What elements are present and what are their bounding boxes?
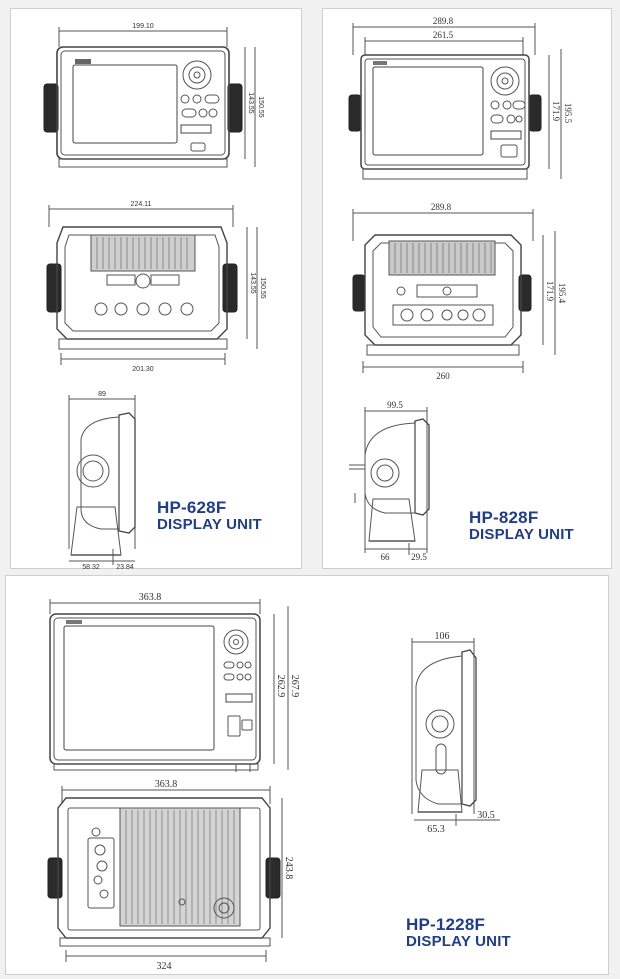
hp628-dim-rear-height-outer: 150.55 bbox=[259, 277, 266, 299]
hp628-front-view bbox=[43, 27, 256, 168]
hp1228-drawings: 363.8 262.9 267.9 363.8 243.8 324 106 65… bbox=[47, 592, 500, 972]
hp828-dim-rear-height-outer: 195.4 bbox=[557, 283, 567, 304]
hp628-label: HP-628F DISPLAY UNIT bbox=[157, 499, 262, 533]
hp828-dim-side-base-a: 66 bbox=[381, 552, 391, 562]
hp1228-dim-rear-height: 243.8 bbox=[283, 857, 294, 880]
hp628-dim-side-base-a: 58.32 bbox=[82, 564, 100, 571]
hp1228-dim-rear-width: 363.8 bbox=[155, 779, 178, 790]
hp828-dim-side-depth: 99.5 bbox=[387, 400, 403, 410]
hp828-label: HP-828F DISPLAY UNIT bbox=[469, 509, 574, 543]
hp828-dim-front-inner: 261.5 bbox=[433, 30, 454, 40]
hp828-panel: 289.8 261.5 171.9 195.5 289.8 171.9 195.… bbox=[322, 8, 612, 569]
hp828-drawings: 289.8 261.5 171.9 195.5 289.8 171.9 195.… bbox=[348, 16, 573, 562]
hp628-dim-front-height-inner: 143.55 bbox=[247, 92, 254, 114]
hp828-side-view bbox=[349, 407, 430, 555]
hp628-dim-rear-width: 224.11 bbox=[131, 201, 152, 208]
hp628-rear-view bbox=[46, 205, 258, 365]
hp1228-logo-icon bbox=[66, 620, 82, 624]
hp1228-label: HP-1228F DISPLAY UNIT bbox=[406, 916, 511, 950]
hp628-dim-bottom-width: 201.30 bbox=[132, 366, 154, 373]
hp1228-dim-front-width: 363.8 bbox=[139, 592, 162, 603]
hp628-unit-label: DISPLAY UNIT bbox=[157, 515, 262, 533]
hp1228-side-view bbox=[411, 638, 500, 826]
hp828-rear-view bbox=[352, 209, 556, 373]
hp828-dim-side-base-b: 29.5 bbox=[411, 552, 427, 562]
hp1228-dim-side-base-b: 30.5 bbox=[477, 810, 495, 821]
hp828-dim-rear-width: 289.8 bbox=[431, 202, 452, 212]
hp628-logo-icon bbox=[75, 59, 91, 64]
hp828-dim-front-height-inner: 171.9 bbox=[551, 101, 561, 122]
hp1228-dim-bottom-width: 324 bbox=[157, 961, 172, 972]
hp628-model-name: HP-628F bbox=[157, 498, 227, 517]
hp628-side-view bbox=[68, 395, 136, 565]
hp828-dim-bottom-width: 260 bbox=[436, 371, 450, 381]
hp628-drawings: 199.10 143.55 150.55 224.11 143.55 150.5… bbox=[43, 23, 266, 571]
hp1228-dim-side-base-a: 65.3 bbox=[427, 824, 445, 835]
hp828-dim-front-height-outer: 195.5 bbox=[563, 103, 573, 124]
hp828-logo-icon bbox=[373, 61, 387, 65]
hp628-dim-side-depth: 89 bbox=[98, 391, 106, 398]
hp1228-model-name: HP-1228F bbox=[406, 915, 486, 934]
hp628-dim-front-width: 199.10 bbox=[132, 23, 154, 30]
hp1228-dim-side-depth: 106 bbox=[435, 631, 450, 642]
hp828-dim-rear-height-inner: 171.9 bbox=[545, 281, 555, 302]
hp828-dim-front-outer: 289.8 bbox=[433, 16, 454, 26]
hp1228-rear-view bbox=[47, 786, 283, 962]
hp1228-dim-front-height-inner: 262.9 bbox=[275, 675, 286, 698]
hp628-dim-front-height-outer: 150.55 bbox=[257, 96, 264, 118]
hp828-model-name: HP-828F bbox=[469, 508, 539, 527]
hp628-dim-side-base-b: 23.84 bbox=[116, 564, 134, 571]
hp828-front-view bbox=[348, 23, 562, 180]
hp1228-dim-front-height-outer: 267.9 bbox=[289, 675, 300, 698]
hp628-panel: 199.10 143.55 150.55 224.11 143.55 150.5… bbox=[10, 8, 302, 571]
hp1228-unit-label: DISPLAY UNIT bbox=[406, 932, 511, 950]
hp828-unit-label: DISPLAY UNIT bbox=[469, 525, 574, 543]
hp628-dim-rear-height-inner: 143.55 bbox=[249, 272, 256, 294]
hp1228-front-view bbox=[49, 599, 289, 772]
hp1228-panel: 363.8 262.9 267.9 363.8 243.8 324 106 65… bbox=[5, 575, 609, 975]
